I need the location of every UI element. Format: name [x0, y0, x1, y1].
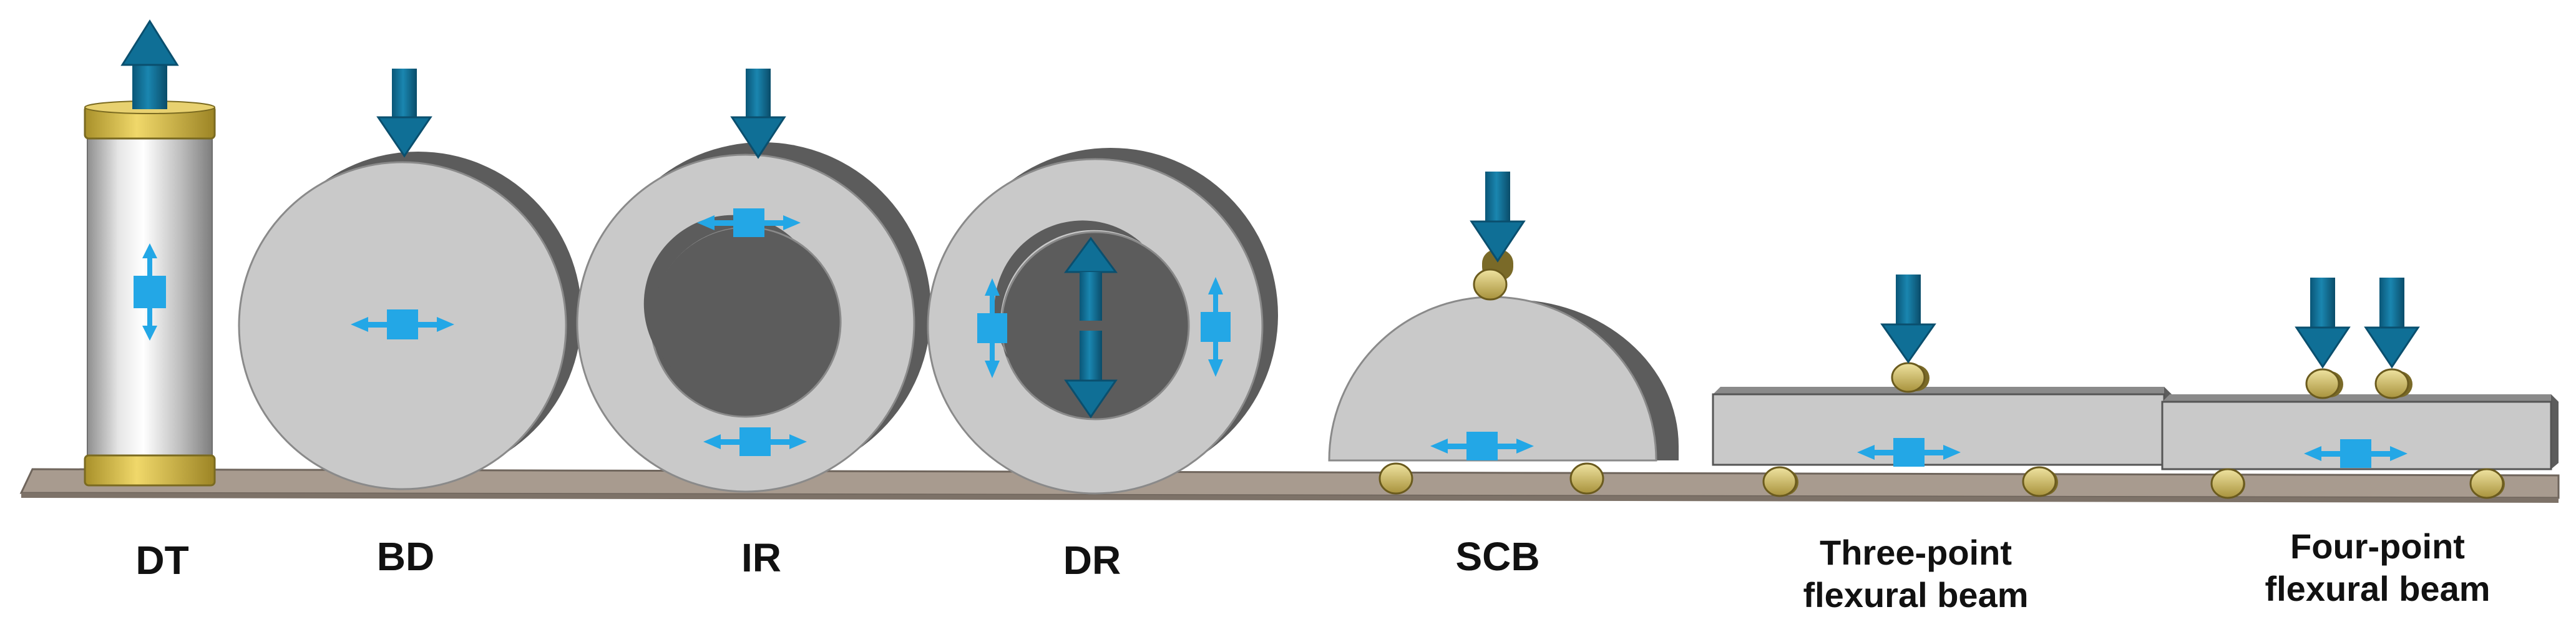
stress-marker-icon — [697, 208, 801, 237]
support-roller-icon — [1762, 466, 1798, 497]
label-three-point-beam: Three-point flexural beam — [1766, 532, 2066, 616]
dr-ring-face — [927, 158, 1264, 495]
specimen-four-point-beam — [2161, 278, 2559, 499]
label-four-point-line2: flexural beam — [2265, 569, 2491, 608]
stress-marker-icon — [703, 427, 807, 456]
load-arrow-icon — [376, 69, 432, 158]
load-arrow-icon — [730, 69, 786, 159]
load-arrow-icon — [1880, 275, 1936, 364]
dr-hole-shadow — [994, 220, 1142, 374]
support-roller-icon — [1891, 362, 1930, 393]
load-arrow-icon — [120, 19, 179, 109]
label-three-point-line2: flexural beam — [1803, 575, 2029, 615]
label-dr: DR — [1063, 538, 1121, 583]
stress-marker-icon — [1430, 432, 1534, 460]
specimen-three-point-beam — [1712, 275, 2172, 497]
load-arrow-icon — [1064, 331, 1118, 419]
base-plate-edge — [21, 493, 2559, 503]
stress-marker-icon — [977, 278, 1007, 378]
load-arrow-icon — [1470, 172, 1526, 263]
dt-bottom-cap — [84, 454, 216, 487]
load-arrow-icon — [2295, 278, 2351, 369]
label-three-point-line1: Three-point — [1820, 533, 2012, 572]
load-arrow-icon — [2364, 278, 2420, 369]
support-roller-icon — [1569, 462, 1604, 495]
support-roller-icon — [1378, 462, 1413, 495]
label-four-point-beam: Four-point flexural beam — [2228, 525, 2527, 610]
label-dt: DT — [135, 538, 189, 583]
specimen-dt — [84, 19, 216, 487]
specimen-bd — [238, 69, 582, 490]
ir-hole-shadow — [643, 215, 793, 369]
label-scb: SCB — [1455, 534, 1540, 579]
stress-marker-icon — [1201, 277, 1231, 377]
load-arrow-icon — [1064, 236, 1118, 321]
support-roller-icon — [2469, 468, 2505, 499]
specimen-dr — [927, 148, 1278, 495]
label-ir: IR — [741, 535, 781, 580]
fpb-beam-top — [2162, 394, 2559, 402]
support-roller-icon — [2305, 368, 2343, 399]
stress-marker-icon — [2304, 439, 2408, 468]
support-roller-icon — [1473, 250, 1513, 301]
support-roller-icon — [2210, 468, 2245, 499]
stress-marker-icon — [1857, 438, 1961, 467]
support-roller-icon — [2022, 466, 2058, 497]
fpb-beam-side — [2551, 394, 2559, 469]
specimen-scb — [1328, 172, 1679, 495]
stress-marker-icon — [351, 309, 454, 339]
specimen-ir — [576, 69, 931, 493]
stress-marker-icon — [134, 243, 166, 341]
label-four-point-line1: Four-point — [2290, 527, 2465, 566]
tpb-beam-top — [1713, 387, 2172, 394]
support-roller-icon — [2374, 368, 2413, 399]
label-bd: BD — [376, 534, 435, 579]
